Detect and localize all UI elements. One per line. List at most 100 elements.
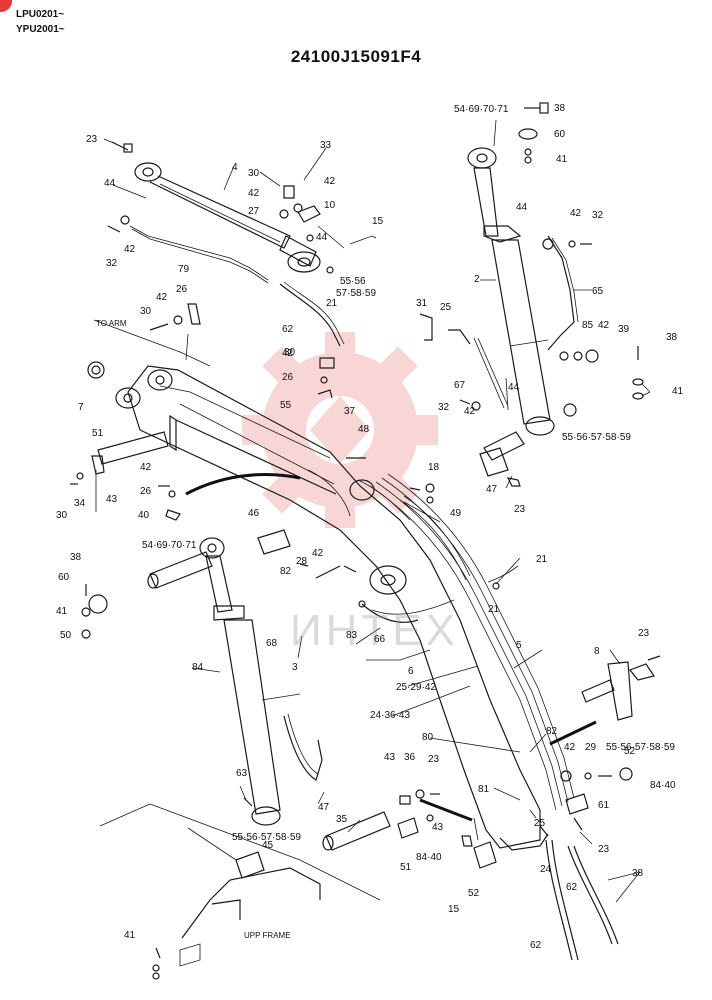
leader-lines: [93, 119, 651, 903]
callout-label: 37: [344, 406, 356, 417]
callout-label: 25: [440, 302, 452, 313]
callout-label: 48: [358, 424, 370, 435]
callout-label: 25: [534, 818, 546, 829]
callout-label: 30: [248, 168, 260, 179]
callout-label: 44: [516, 202, 528, 213]
callout-label: 15: [372, 216, 384, 227]
boom-body: [115, 365, 549, 851]
pins: [91, 431, 589, 879]
callout-label: 42: [248, 188, 260, 199]
callout-label: 32: [106, 258, 118, 269]
callout-label: 10: [324, 200, 336, 211]
callout-label: 3: [292, 662, 298, 673]
callout-label: 41: [672, 386, 684, 397]
callout-label: 63: [236, 768, 248, 779]
callout-label: 23: [514, 504, 526, 515]
callout-label: 83: [346, 630, 358, 641]
callout-label: 55: [280, 400, 292, 411]
callout-label: 21: [536, 554, 548, 565]
callout-label: 67: [454, 380, 466, 391]
fitting-21-right: [492, 582, 500, 590]
callout-label: 44: [508, 382, 520, 393]
callout-label: 44: [104, 178, 116, 189]
callout-label: 7: [78, 402, 84, 413]
upper-frame: [149, 803, 381, 967]
callout-label: 2: [474, 274, 480, 285]
bucket-link-82: [397, 655, 661, 839]
callout-label: 62: [282, 324, 294, 335]
hose-62-top-inner: [283, 281, 345, 345]
callout-label: 26: [176, 284, 188, 295]
boom-hoses: [307, 469, 575, 811]
callout-label: 55·56·57·58·59: [562, 432, 631, 443]
callout-label: 82: [280, 566, 292, 577]
callout-label: 15: [448, 904, 460, 915]
callout-label: 38: [70, 552, 82, 563]
callout-label: 42: [564, 742, 576, 753]
callout-label: 27: [248, 206, 260, 217]
callout-label: 42: [598, 320, 610, 331]
callout-label: 8: [594, 646, 600, 657]
callout-label: 23: [598, 844, 610, 855]
callout-label: 84·40: [650, 780, 676, 791]
fasteners-top-right: [419, 102, 644, 487]
callout-label: 32: [438, 402, 450, 413]
callout-label: 21: [488, 604, 500, 615]
callout-label: 38: [554, 103, 566, 114]
callout-label: 36: [404, 752, 416, 763]
callout-label: 42: [570, 208, 582, 219]
callout-label: 23: [428, 754, 440, 765]
callout-label: 26: [282, 372, 294, 383]
callout-label: 54·69·70·71: [454, 104, 509, 115]
callout-label: 39: [618, 324, 630, 335]
callout-label: 55·56·57·58·59: [232, 832, 301, 843]
callout-label: 42: [124, 244, 136, 255]
callout-label: 18: [428, 462, 440, 473]
callout-label: 34: [74, 498, 86, 509]
callout-label: 24: [540, 864, 552, 875]
callout-label: 4: [232, 162, 238, 173]
callout-label: 47: [318, 802, 330, 813]
callout-label: 31: [416, 298, 428, 309]
callout-label: 23: [86, 134, 98, 145]
boom-cylinder-4: [129, 162, 321, 284]
callout-label: 60: [58, 572, 70, 583]
callout-label: 23: [638, 628, 650, 639]
callout-label: 85: [582, 320, 594, 331]
callout-label: 38: [632, 868, 644, 879]
callout-label: 57·58·59: [336, 288, 376, 299]
callout-label: 43: [432, 822, 444, 833]
callout-label: 52: [624, 746, 636, 757]
callout-label: 60: [554, 129, 566, 140]
callout-label: 61: [598, 800, 610, 811]
callout-label: 38: [666, 332, 678, 343]
hose-62-top: [279, 283, 341, 347]
callout-label: 50: [60, 630, 72, 641]
callout-label: 5: [516, 640, 522, 651]
callout-label: 25·29·42: [396, 682, 436, 693]
bucket-cylinder-3: [199, 537, 323, 826]
callout-label: 46: [248, 508, 260, 519]
callout-label: 44: [316, 232, 328, 243]
note-upp-frame: UPP FRAME: [244, 931, 291, 940]
leader-thick-1: [185, 473, 301, 496]
callout-label: 29: [585, 742, 597, 753]
diagram-title: 24100J15091F4: [290, 47, 422, 66]
fasteners-top: [107, 141, 377, 274]
callout-label: 43: [384, 752, 396, 763]
callout-label: 42: [464, 406, 476, 417]
note-to-arm: TO ARM: [96, 319, 127, 328]
callout-label: 42: [156, 292, 168, 303]
callout-label: 30: [56, 510, 68, 521]
callout-label: 6: [408, 666, 414, 677]
callout-label: 81: [478, 784, 490, 795]
hose-83: [361, 603, 419, 623]
callout-label: 65: [592, 286, 604, 297]
callout-label: 80: [422, 732, 434, 743]
leader-thick-3: [549, 720, 597, 746]
callout-label: 52: [468, 888, 480, 899]
hoses-bottom: [539, 817, 619, 961]
callout-label: 84·40: [416, 852, 442, 863]
